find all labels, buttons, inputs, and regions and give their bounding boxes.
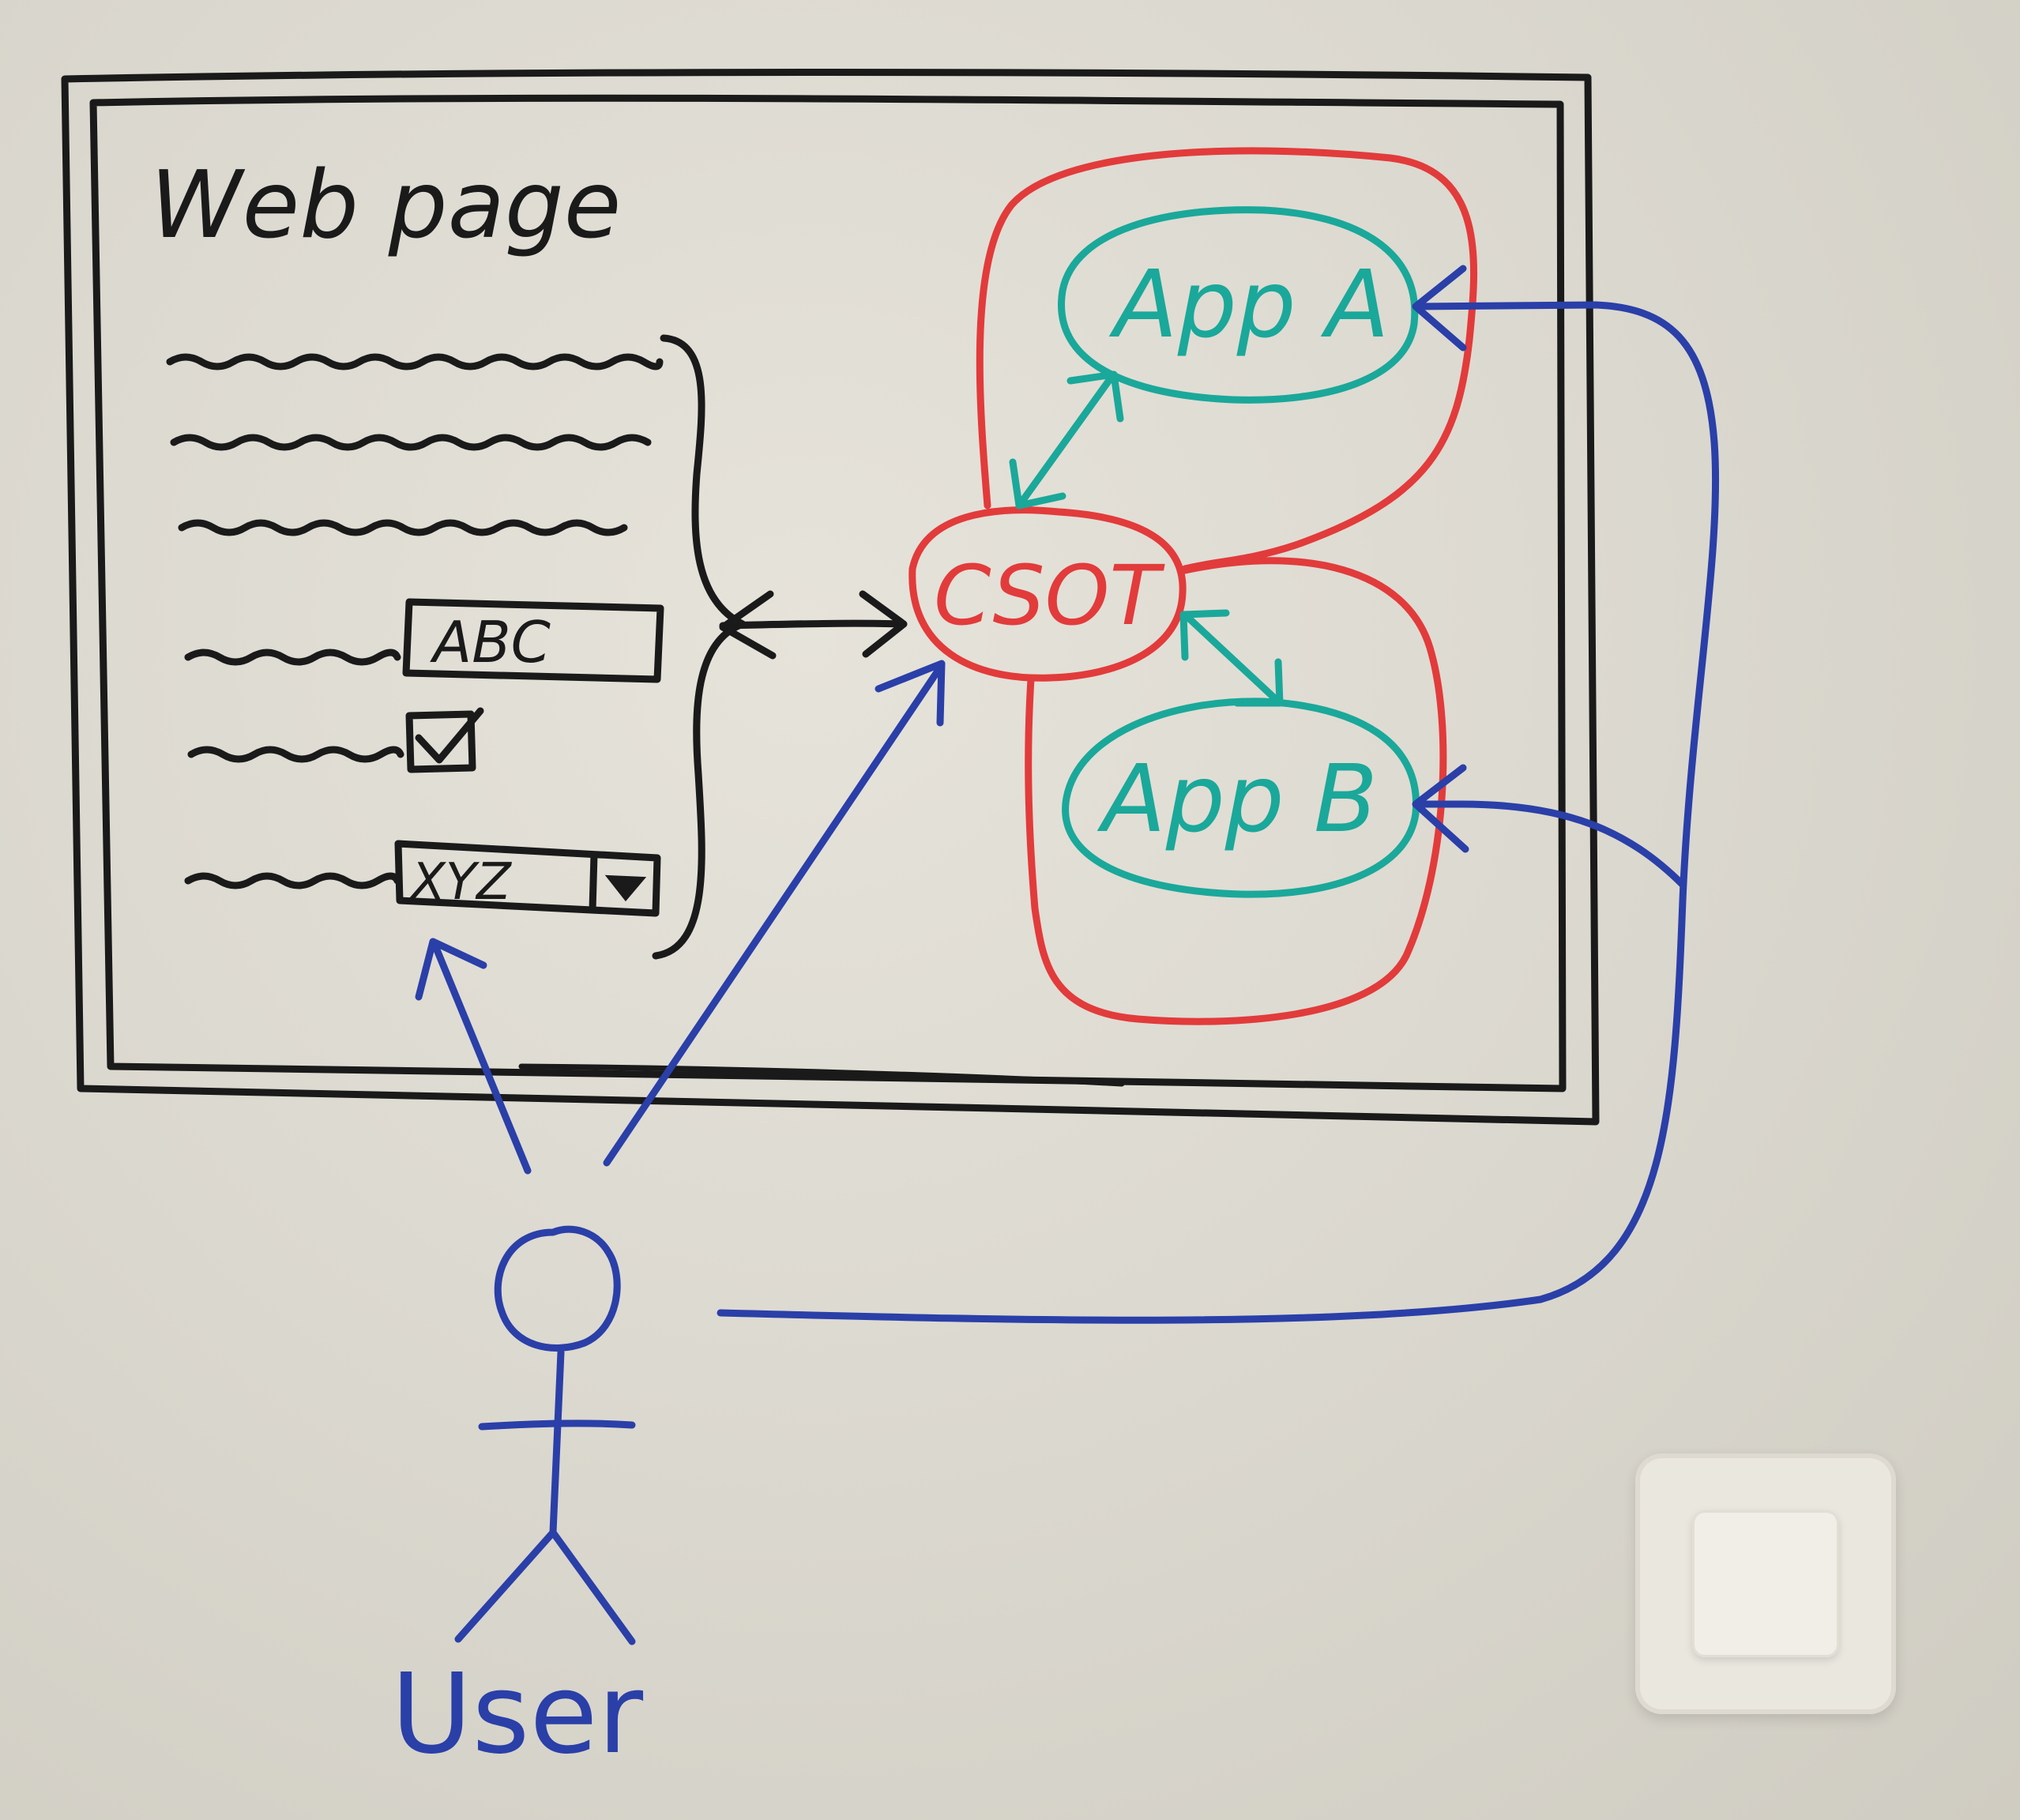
app-a-node: App A xyxy=(1058,206,1419,404)
dropdown-triangle-icon xyxy=(604,874,647,902)
content-lines xyxy=(166,353,664,889)
text-line xyxy=(178,519,628,536)
select-xyz[interactable]: XYZ xyxy=(394,840,661,917)
app-a-label: App A xyxy=(1108,250,1390,359)
checkbox[interactable] xyxy=(405,707,484,773)
field-label-line xyxy=(184,649,401,666)
form-brace xyxy=(652,334,747,960)
checkmark-icon xyxy=(415,707,484,764)
select-value: XYZ xyxy=(408,853,512,912)
user-select-arrow xyxy=(415,938,532,1175)
light-switch xyxy=(1635,1453,1896,1714)
user-figure xyxy=(454,1225,636,1645)
field-label-line xyxy=(187,746,404,763)
user-csot-arrow xyxy=(603,660,946,1167)
text-line xyxy=(166,353,664,370)
user-head xyxy=(494,1225,621,1352)
app-b-label: App B xyxy=(1097,744,1378,853)
app-container xyxy=(976,147,1478,1025)
user-apps-arrow xyxy=(717,265,1720,1324)
text-input-abc[interactable]: ABC xyxy=(402,598,664,683)
text-line xyxy=(170,434,652,451)
light-switch-rocker xyxy=(1692,1510,1839,1657)
app-b-node: App B xyxy=(1062,698,1420,898)
text-input-value: ABC xyxy=(430,609,551,675)
brace-csot-arrow xyxy=(719,590,908,660)
csot-app-a-arrow xyxy=(1009,370,1124,510)
csot-node: CSOT xyxy=(908,506,1187,682)
user-label: User xyxy=(391,1650,644,1779)
csot-app-b-arrow xyxy=(1179,609,1284,707)
web-page-frame xyxy=(61,69,1600,1126)
csot-label: CSOT xyxy=(934,547,1165,644)
field-label-line xyxy=(184,872,401,889)
web-page-title: Web page xyxy=(150,150,621,259)
